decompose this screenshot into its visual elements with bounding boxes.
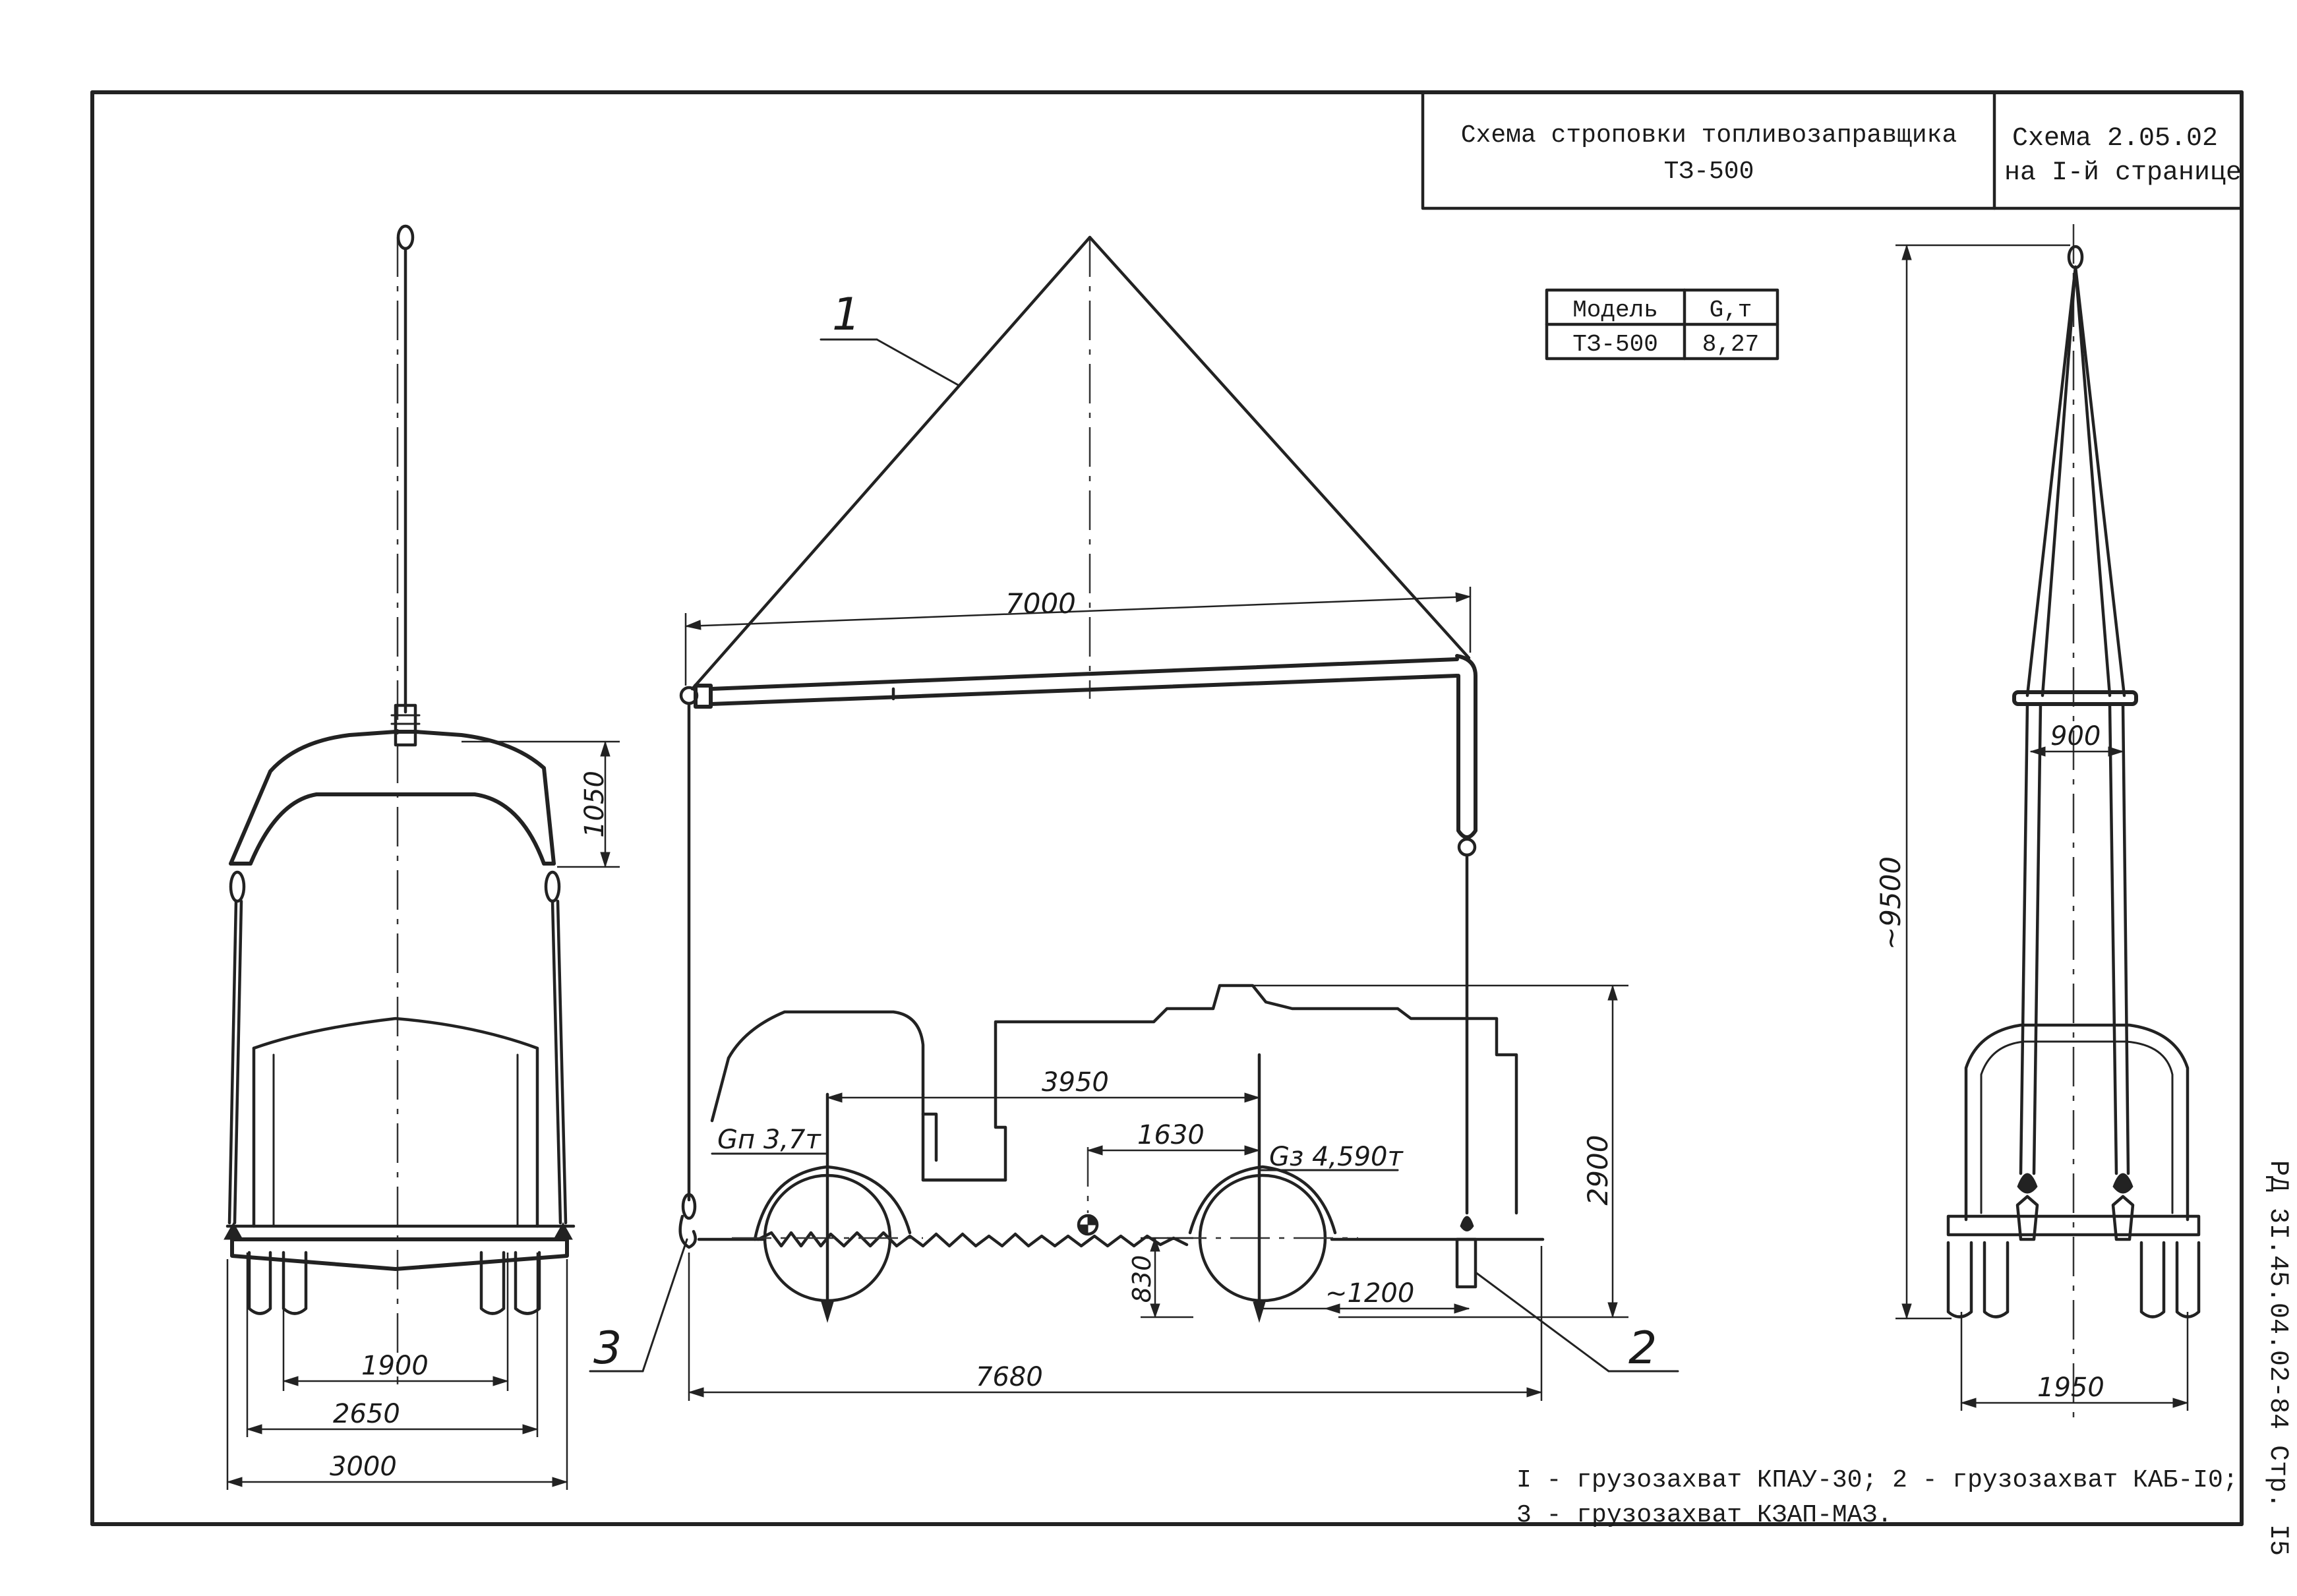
- title-block: Схема строповки топливозаправщика ТЗ-500…: [1421, 90, 2244, 210]
- dim-1630: 1630: [1137, 1120, 1205, 1150]
- dim-3950: 3950: [1042, 1067, 1109, 1098]
- dim-7680: 7680: [976, 1362, 1043, 1392]
- ref-line-1: Схема 2.05.02: [2012, 124, 2218, 154]
- dim-2650: 2650: [333, 1399, 400, 1429]
- callout-2: 2: [1628, 1322, 1657, 1374]
- dim-9500: ~9500: [1874, 856, 1907, 950]
- ref-line-2: на I-й странице: [2004, 158, 2242, 188]
- dim-1200: ~1200: [1325, 1278, 1414, 1309]
- model-table: Модель G,т ТЗ-500 8,27: [1545, 288, 1779, 361]
- model-table-header-g: G,т: [1710, 297, 1752, 324]
- dim-1050: 1050: [580, 771, 610, 838]
- dim-1900: 1900: [361, 1351, 429, 1381]
- dim-900: 900: [2050, 721, 2101, 752]
- front-view: 1050 1900 2650 3000: [224, 224, 620, 1490]
- title-line-2: ТЗ-500: [1664, 158, 1754, 186]
- side-view: 1 7000: [589, 235, 1679, 1401]
- title-line-1: Схема строповки топливозаправщика: [1461, 121, 1957, 150]
- dim-1950: 1950: [2037, 1373, 2104, 1403]
- rear-view: ~9500 900 1950: [1874, 224, 2201, 1424]
- callout-1: 1: [832, 289, 860, 341]
- legend-line-1: I - грузозахват КПАУ-30; 2 - грузозахват…: [1516, 1466, 2238, 1494]
- callout-3: 3: [593, 1322, 622, 1374]
- dim-3000: 3000: [330, 1452, 397, 1482]
- side-stamp: РД 3I.45.04.02-84 Стр. I5: [2263, 1160, 2292, 1556]
- dim-830: 830: [1127, 1255, 1156, 1303]
- model-table-header-model: Модель: [1572, 297, 1658, 324]
- gz-label: Gз 4,590т: [1269, 1142, 1404, 1172]
- gp-label: Gп 3,7т: [717, 1125, 821, 1155]
- legend-line-2: 3 - грузозахват КЗАП-МАЗ.: [1516, 1501, 1892, 1529]
- dim-2900: 2900: [1582, 1135, 1614, 1206]
- legend: I - грузозахват КПАУ-30; 2 - грузозахват…: [1516, 1466, 2238, 1529]
- sheet-frame: [90, 90, 2244, 1526]
- model-table-cell-g: 8,27: [1702, 331, 1759, 358]
- dim-7000: 7000: [1005, 587, 1076, 620]
- model-table-cell-model: ТЗ-500: [1572, 331, 1658, 358]
